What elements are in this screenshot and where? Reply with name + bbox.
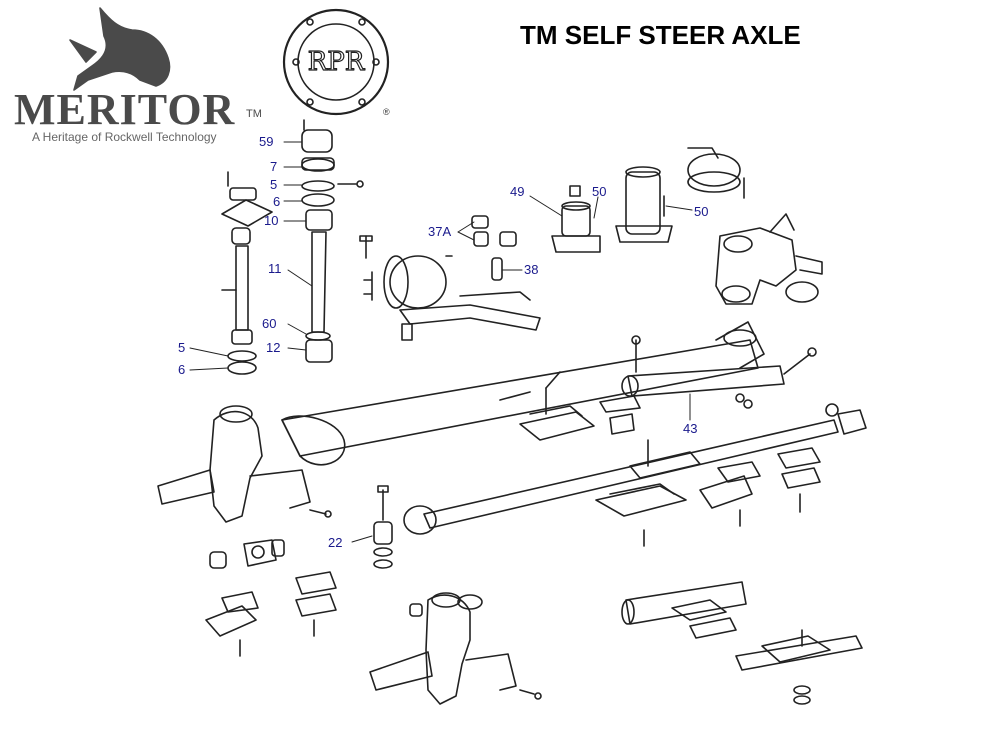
callout-11: 11: [268, 261, 282, 276]
bushings-lower-left: [205, 539, 337, 657]
steering-knuckle-upper-right: [715, 213, 823, 305]
callout-12: 12: [266, 340, 281, 355]
callout-leaders: [189, 141, 693, 543]
callout-5-lower: 5: [178, 340, 186, 355]
callout-7: 7: [270, 159, 278, 174]
callout-50-left: 50: [592, 184, 607, 199]
callout-60: 60: [262, 316, 277, 331]
trademark-mark: TM: [246, 108, 262, 120]
tie-rod: [403, 403, 867, 535]
kingpin-assembly-left: [221, 171, 273, 375]
brand-name: MERITOR: [14, 85, 236, 134]
emblem-letters: RPR: [308, 47, 366, 77]
callout-22: 22: [328, 535, 343, 550]
beam-mount-bracket: [499, 371, 595, 441]
steering-knuckle-left: [157, 405, 332, 523]
callout-59: 59: [259, 134, 274, 149]
meritor-emblem-icon: [69, 7, 171, 91]
callout-37a: 37A: [428, 224, 452, 239]
valve-units: [551, 147, 745, 253]
page-title: TM SELF STEER AXLE: [520, 20, 801, 50]
steering-knuckle-lower: [369, 592, 542, 705]
callout-6-upper: 6: [273, 194, 281, 209]
registered-mark: ®: [383, 107, 390, 117]
callout-49: 49: [510, 184, 525, 199]
bolt-spacer-22: [373, 485, 393, 569]
mounting-plates: [595, 413, 821, 547]
callout-6-lower: 6: [178, 362, 186, 377]
callout-43: 43: [683, 421, 698, 436]
rpr-gear-emblem-icon: RPR: [282, 8, 390, 116]
callout-50-right: 50: [694, 204, 709, 219]
brake-chamber-linkage: [359, 215, 541, 341]
callout-10: 10: [264, 213, 279, 228]
tube-clamp-assemblies: [621, 581, 863, 705]
brand-tagline: A Heritage of Rockwell Technology: [32, 130, 217, 144]
callout-5-upper: 5: [270, 177, 278, 192]
shock-absorber: [599, 335, 817, 413]
kingpin-assembly-center: [301, 119, 364, 363]
callout-38: 38: [524, 262, 539, 277]
